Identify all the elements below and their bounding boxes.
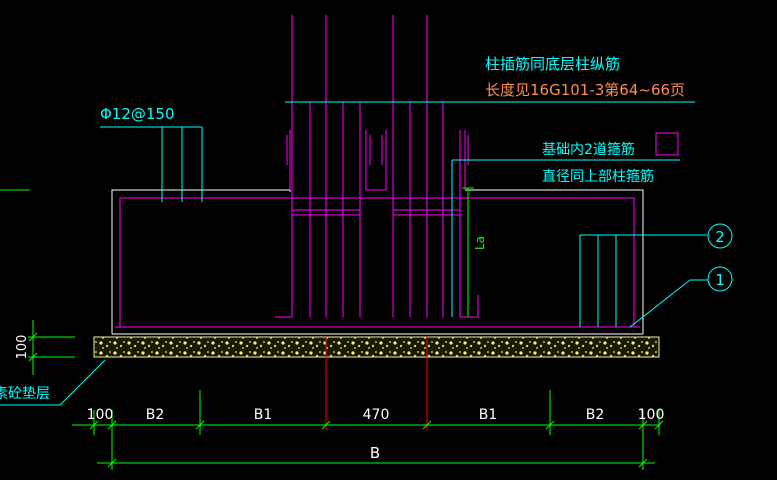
top-rebar-label: Φ12@150 xyxy=(100,105,175,123)
concrete-cushion xyxy=(93,336,660,358)
dimension-lines xyxy=(0,189,664,470)
dowel-note-line2: 长度见16G101-3第64~66页 xyxy=(485,81,685,99)
dowel-note-line1: 柱插筋同底层柱纵筋 xyxy=(485,55,620,73)
callout-2-label: 2 xyxy=(715,228,725,246)
dim-100-right: 100 xyxy=(638,407,665,423)
dim-b1-right: B1 xyxy=(479,407,498,423)
leader-lines xyxy=(0,101,733,406)
dim-b1-left: B1 xyxy=(254,407,273,423)
callout-1-label: 1 xyxy=(715,271,725,289)
foundation-outline xyxy=(111,189,644,335)
la-dimension xyxy=(462,187,474,317)
stirrup-note-line1: 基础内2道箍筋 xyxy=(542,141,635,158)
stirrup-symbol xyxy=(655,132,679,156)
dim-total-b: B xyxy=(370,444,380,462)
dim-b2-right: B2 xyxy=(586,407,605,423)
column-dowel-bars xyxy=(275,15,479,318)
cushion-thickness-label: 100 xyxy=(15,335,30,360)
cushion-layer-label: 素砼垫层 xyxy=(0,386,50,402)
column-axes xyxy=(325,337,428,430)
anchor-length-label: La xyxy=(473,236,487,250)
slab-rebar xyxy=(115,197,640,328)
dim-b2-left: B2 xyxy=(146,407,165,423)
dim-100-left: 100 xyxy=(87,407,114,423)
dim-470: 470 xyxy=(363,407,390,423)
stirrup-note-line2: 直径同上部柱箍筋 xyxy=(542,168,654,185)
